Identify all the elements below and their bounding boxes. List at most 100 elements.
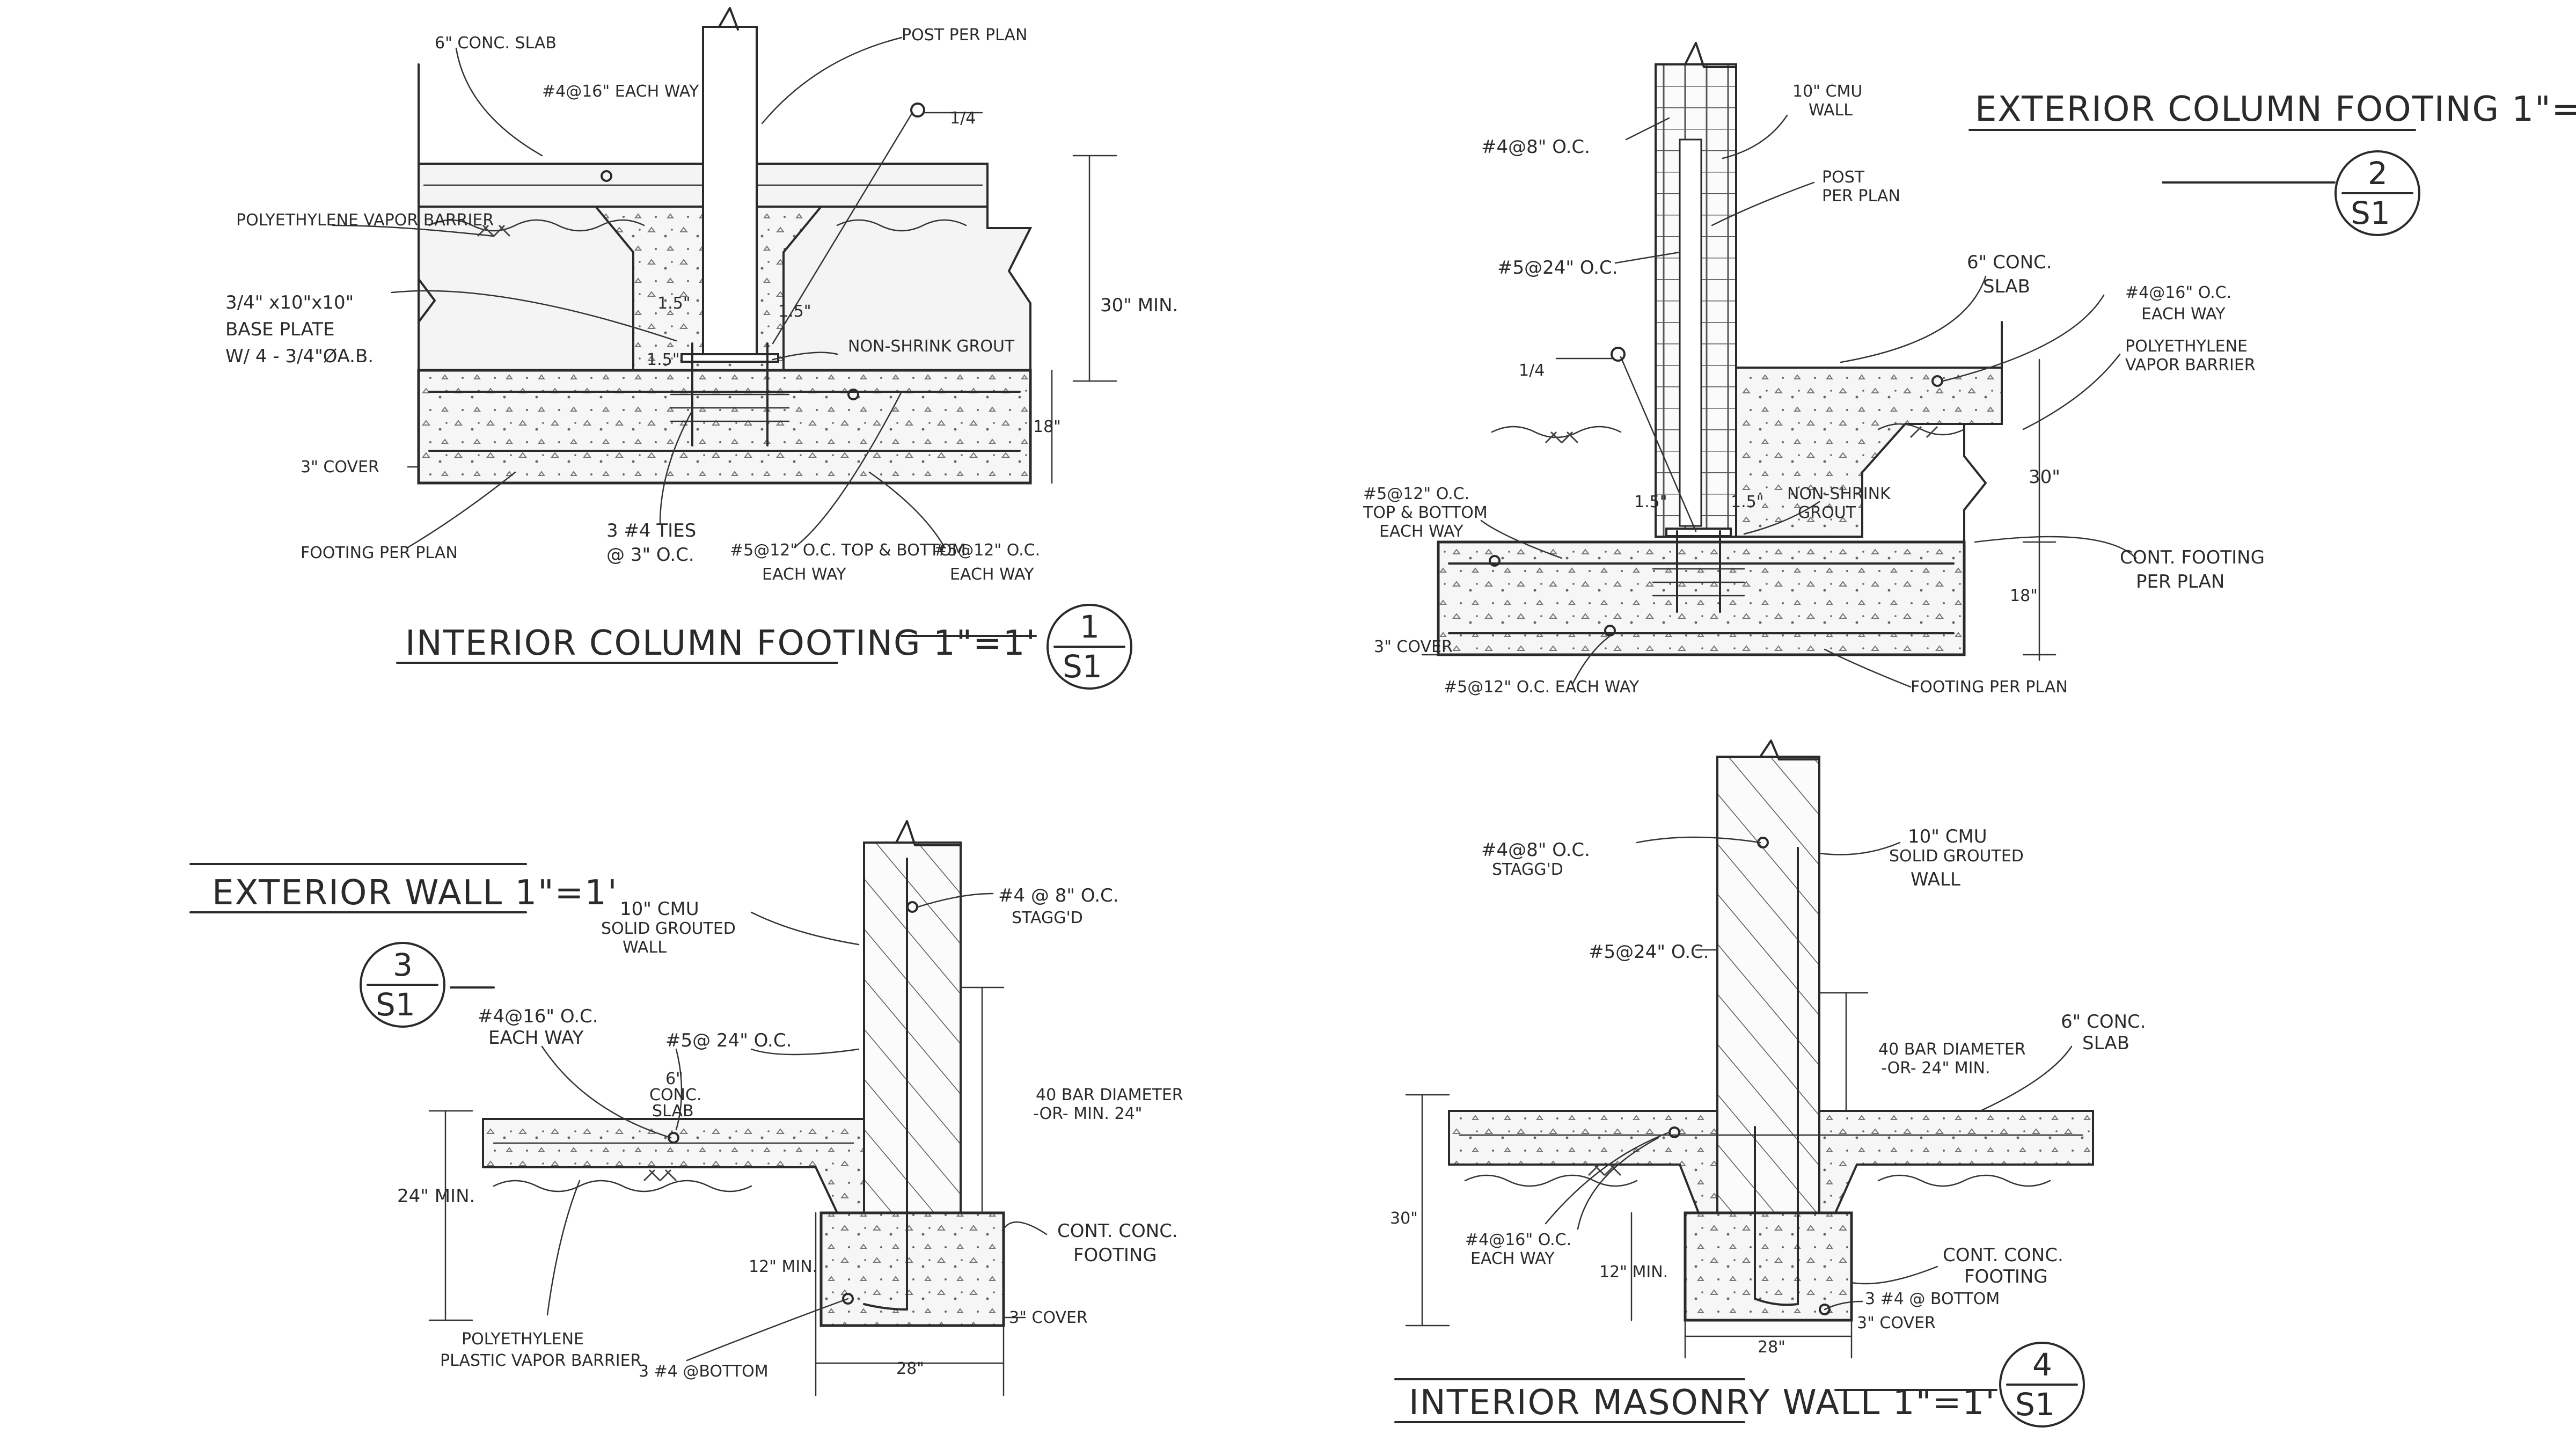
label-grout-1: NON-SHRINK (1787, 485, 1891, 503)
label-grout-2: GROUT (1798, 503, 1856, 522)
label-cover: 3" COVER (1857, 1314, 1936, 1333)
label-vapor-2: PLASTIC VAPOR BARRIER (440, 1351, 641, 1370)
marker-number-4: 4 (2032, 1346, 2052, 1383)
label-slab-2: SLAB (1983, 276, 2030, 297)
label-base-plate-2: BASE PLATE (225, 319, 335, 340)
label-footing-depth: 18" (1033, 418, 1061, 436)
label-slab-rebar-2: EACH WAY (1470, 1249, 1555, 1268)
label-lap-2: -OR- 24" MIN. (1881, 1059, 1990, 1078)
label-depth: 24" MIN. (397, 1185, 475, 1207)
label-vert-rebar: #4@8" O.C. (1481, 136, 1590, 158)
label-width: 28" (896, 1359, 924, 1378)
label-vapor-2: VAPOR BARRIER (2125, 356, 2256, 375)
label-footing-depth: 12" MIN. (1599, 1263, 1668, 1282)
label-lap-1: 40 BAR DIAMETER (1878, 1040, 2026, 1059)
label-top-bottom-1: #5@12" O.C. (1363, 485, 1469, 503)
label-cover: 3" COVER (1374, 638, 1453, 656)
label-cmu-3: WALL (1911, 869, 1960, 890)
label-cont-footing-2: PER PLAN (2136, 571, 2224, 592)
label-dim-15b: 1.5" (1731, 493, 1764, 511)
label-cover: 3" COVER (301, 458, 379, 477)
label-depth: 30" MIN. (1100, 295, 1178, 316)
label-footing-depth: 18" (2010, 587, 2038, 605)
label-dim-15b: 1.5" (778, 302, 811, 321)
label-post-1: POST (1822, 168, 1865, 187)
label-cmu-1: 10" CMU (1792, 82, 1862, 101)
label-slab-rebar-1: #4@16" O.C. (2125, 283, 2231, 302)
marker-sheet-4: S1 (2015, 1386, 2055, 1423)
label-footing: FOOTING PER PLAN (301, 544, 458, 562)
label-top-bottom-2: EACH WAY (762, 565, 846, 584)
label-footing-1: CONT. CONC. (1057, 1220, 1178, 1242)
label-vapor-1: POLYETHYLENE (462, 1330, 584, 1349)
label-weld: 1/4 (950, 109, 976, 128)
label-slab-rebar-2: EACH WAY (2141, 305, 2226, 324)
label-ties-1: 3 #4 TIES (606, 520, 696, 541)
label-cmu-1: 10" CMU (620, 898, 699, 920)
detail-marker-2 (2334, 150, 2420, 236)
label-vert-rebar-1: #4 @ 8" O.C. (998, 885, 1119, 906)
label-bottom-rebar: 3 #4 @BOTTOM (639, 1362, 769, 1381)
detail-marker-4 (1999, 1342, 2085, 1428)
label-base-plate-1: 3/4" x10"x10" (225, 292, 354, 313)
label-bottom-rebar: #5@12" O.C. EACH WAY (1444, 678, 1640, 697)
label-slab-rebar-1: #4@16" O.C. (1465, 1231, 1571, 1249)
label-footing-depth: 12" MIN. (749, 1257, 817, 1276)
cmu-wall (863, 841, 962, 1214)
label-top-bottom-3: EACH WAY (1379, 522, 1463, 541)
label-vert-rebar-1: #4@8" O.C. (1481, 839, 1590, 861)
marker-sheet-1: S1 (1063, 648, 1102, 685)
label-grout: NON-SHRINK GROUT (848, 337, 1015, 356)
label-vapor-1: POLYETHYLENE (2125, 337, 2248, 356)
marker-sheet-2: S1 (2351, 195, 2390, 231)
label-lap-2: -OR- MIN. 24" (1033, 1104, 1142, 1123)
cmu-wall (1716, 756, 1820, 1214)
detail-interior-masonry-wall: #4@8" O.C. STAGG'D 10" CMU SOLID GROUTED… (1390, 740, 2146, 1428)
label-horiz-rebar: #5@24" O.C. (1589, 941, 1709, 963)
slab-right (1818, 1110, 2094, 1214)
label-base-plate-3: W/ 4 - 3/4"ØA.B. (225, 346, 374, 367)
label-post: POST PER PLAN (902, 26, 1028, 45)
label-cmu-2: WALL (1809, 101, 1853, 120)
label-depth: 30" (1390, 1209, 1418, 1228)
label-lap-1: 40 BAR DIAMETER (1036, 1086, 1183, 1104)
label-slab-2: SLAB (2082, 1033, 2129, 1054)
label-slab-1: 6" CONC. (2061, 1011, 2146, 1033)
label-footing: FOOTING PER PLAN (1911, 678, 2068, 697)
label-cmu-3: WALL (623, 938, 667, 957)
label-ties-2: @ 3" O.C. (606, 544, 694, 566)
label-width: 28" (1758, 1338, 1785, 1357)
spread-footing (417, 369, 1032, 485)
label-slab-2: CONC. (649, 1086, 702, 1104)
label-vert-rebar-2: STAGG'D (1492, 860, 1563, 879)
marker-number-3: 3 (393, 947, 413, 983)
label-dim-15c: 1.5" (647, 350, 680, 369)
label-each-way-1: #5@12" O.C. (934, 541, 1040, 560)
label-slab-1: 6" CONC. (1967, 252, 2052, 273)
label-top-bottom-1: #5@12" O.C. TOP & BOTTOM (730, 541, 965, 560)
label-slab: 6" CONC. SLAB (435, 34, 557, 53)
detail-title-2: EXTERIOR COLUMN FOOTING 1"=1' (1975, 90, 2576, 129)
steel-post (702, 26, 758, 355)
base-plate (680, 353, 779, 363)
label-bottom-rebar: 3 #4 @ BOTTOM (1865, 1290, 2000, 1308)
label-depth: 30" (2029, 466, 2060, 488)
label-cmu-2: SOLID GROUTED (601, 919, 736, 938)
label-footing-2: FOOTING (1073, 1245, 1157, 1266)
detail-exterior-column-footing: #4@8" O.C. 10" CMU WALL POST PER PLAN #5… (1363, 42, 2576, 697)
label-cover: 3" COVER (1009, 1308, 1088, 1327)
label-vert-rebar-2: STAGG'D (1012, 909, 1083, 927)
detail-marker-1 (1046, 604, 1132, 690)
marker-sheet-3: S1 (376, 986, 415, 1023)
continuous-footing (1437, 540, 1966, 656)
label-vapor: POLYETHYLENE VAPOR BARRIER (236, 211, 494, 230)
label-cmu-2: SOLID GROUTED (1889, 847, 2024, 866)
label-weld: 1/4 (1519, 361, 1545, 380)
label-footing-2: FOOTING (1964, 1266, 2048, 1287)
detail-interior-column-footing: 6" CONC. SLAB #4@16" EACH WAY POST PER P… (225, 7, 1178, 690)
label-slab-3: SLAB (652, 1102, 694, 1121)
continuous-footing (819, 1211, 1005, 1327)
label-each-way-2: EACH WAY (950, 565, 1034, 584)
slab (1735, 367, 2003, 538)
